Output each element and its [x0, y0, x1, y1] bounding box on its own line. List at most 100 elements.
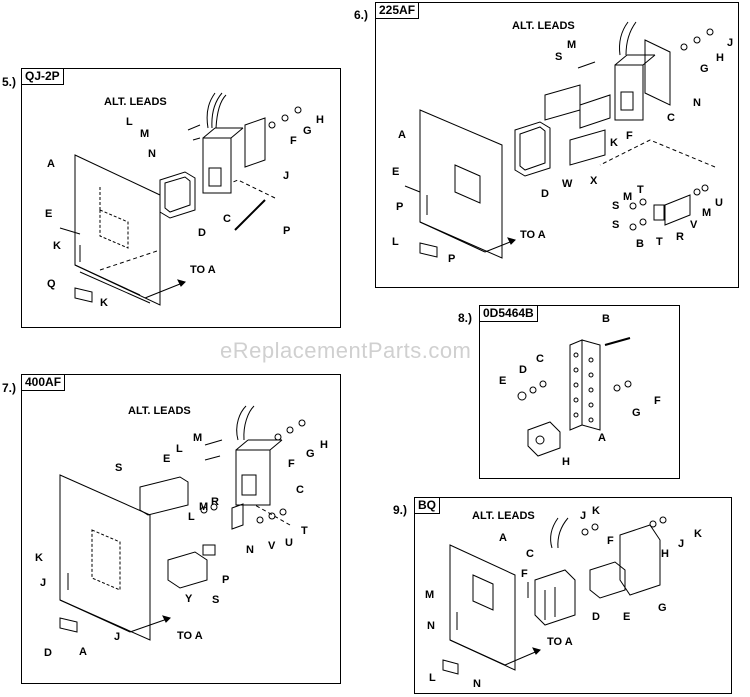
label-S2: S [612, 200, 619, 212]
label-T: T [637, 184, 644, 196]
panel-8-drawing [517, 337, 632, 457]
label-F2: F [607, 535, 614, 547]
to-a-7: TO A [177, 630, 203, 642]
label-P2: P [448, 253, 455, 265]
label-A: A [499, 532, 507, 544]
panel-8-labels: B C D E A G F H [499, 313, 661, 468]
label-E: E [392, 166, 399, 178]
label-T: T [301, 525, 308, 537]
label-M: M [425, 589, 434, 601]
label-C: C [536, 353, 544, 365]
label-C: C [296, 484, 304, 496]
panel-5-number: 5.) [2, 75, 17, 89]
label-M2: M [623, 191, 632, 203]
label-V: V [690, 219, 698, 231]
panel-9-bq: BQ [414, 497, 732, 694]
label-E: E [499, 375, 506, 387]
label-F: F [626, 130, 633, 142]
label-U: U [285, 537, 293, 549]
label-A: A [398, 129, 406, 141]
alt-leads-9: ALT. LEADS [472, 510, 535, 522]
label-M: M [567, 39, 576, 51]
label-U: U [715, 197, 723, 209]
panel-6-title: 225AF [375, 2, 420, 19]
to-a-6: TO A [520, 229, 546, 241]
label-D: D [198, 227, 206, 239]
label-P: P [283, 225, 290, 237]
label-G: G [700, 63, 709, 75]
label-R: R [211, 496, 219, 508]
panel-9-title: BQ [414, 497, 440, 514]
label-G: G [658, 602, 667, 614]
panel-7-400af: 400AF [21, 374, 341, 684]
label-S3: S [612, 219, 619, 231]
panel-5-labels: L M N A E K Q K H G F J C D P ALT. LEADS… [45, 96, 324, 309]
label-P: P [396, 201, 403, 213]
to-a-5: TO A [190, 264, 216, 276]
label-P: P [222, 574, 229, 586]
label-D: D [44, 647, 52, 659]
panel-8-title: 0D5464B [479, 305, 538, 322]
panel-8-0d5464b: 0D5464B [479, 305, 680, 479]
alt-leads-7: ALT. LEADS [128, 405, 191, 417]
label-M3: M [702, 207, 711, 219]
label-F: F [521, 568, 528, 580]
label-H: H [320, 439, 328, 451]
label-E: E [163, 453, 170, 465]
label-J2: J [114, 631, 120, 643]
label-J: J [283, 170, 289, 182]
label-D: D [519, 364, 527, 376]
label-J2: J [580, 510, 586, 522]
label-L: L [126, 116, 133, 128]
label-K: K [694, 528, 702, 540]
label-X: X [590, 175, 598, 187]
label-B: B [602, 313, 610, 325]
panel-6-225af: 225AF [375, 2, 739, 288]
label-K2: K [100, 297, 108, 309]
alt-leads-6: ALT. LEADS [512, 20, 575, 32]
label-G: G [632, 407, 641, 419]
label-T2: T [656, 236, 663, 248]
label-S: S [555, 51, 562, 63]
label-L2: L [188, 511, 195, 523]
label-D: D [541, 188, 549, 200]
label-L: L [429, 672, 436, 684]
label-G: G [303, 125, 312, 137]
panel-9-labels: ALT. LEADS A C F M N L N D E G H J K F J… [425, 505, 702, 690]
label-H: H [661, 548, 669, 560]
label-E: E [45, 208, 52, 220]
label-H: H [316, 114, 324, 126]
label-N: N [427, 620, 435, 632]
label-K2: K [592, 505, 600, 517]
panel-5-title: QJ-2P [21, 68, 64, 85]
label-F: F [288, 458, 295, 470]
panel-9-drawing [442, 516, 667, 675]
panel-6-labels: ALT. LEADS S M A E P L P W X D K C N F G… [392, 20, 733, 265]
label-L: L [176, 443, 183, 455]
label-M2: M [199, 501, 208, 513]
label-Y: Y [185, 593, 193, 605]
label-J: J [678, 538, 684, 550]
label-H: H [562, 456, 570, 468]
panel-6-number: 6.) [354, 8, 369, 22]
label-L: L [392, 236, 399, 248]
label-M: M [193, 432, 202, 444]
panel-8-number: 8.) [458, 311, 473, 325]
label-E: E [623, 611, 630, 623]
label-B: B [636, 238, 644, 250]
label-J: J [727, 37, 733, 49]
label-F: F [654, 395, 661, 407]
label-N: N [148, 148, 156, 160]
label-H: H [716, 52, 724, 64]
label-N: N [693, 97, 701, 109]
to-a-9: TO A [547, 636, 573, 648]
label-K: K [610, 137, 618, 149]
panel-7-drawing [59, 405, 306, 641]
label-A: A [79, 646, 87, 658]
label-D: D [592, 611, 600, 623]
label-K: K [35, 552, 43, 564]
label-J: J [40, 577, 46, 589]
panel-6-drawing [404, 21, 716, 259]
panel-7-title: 400AF [21, 374, 66, 391]
label-R: R [676, 231, 684, 243]
